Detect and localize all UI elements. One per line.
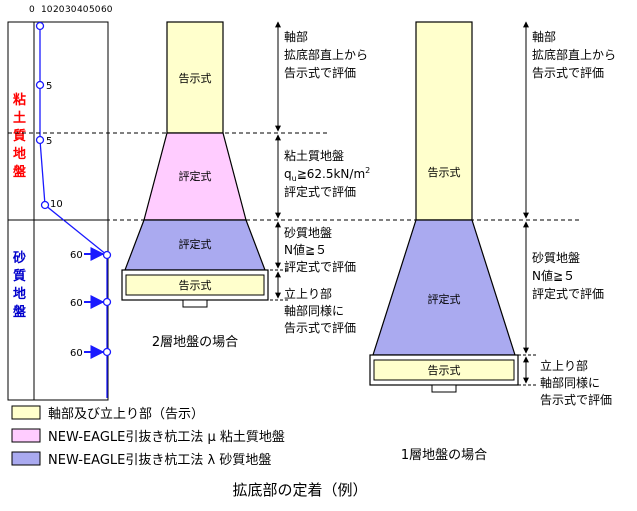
note-shaft-line2: 拡底部直上から <box>284 47 368 62</box>
dimension-2layer <box>270 21 290 301</box>
tick-10: 10 <box>41 5 53 15</box>
legend-item-sand: NEW-EAGLE引抜き杭工法 λ 砂質地盤 <box>48 452 271 468</box>
note-base-line2: 軸部同様に <box>284 303 344 318</box>
n-value-label: 5 <box>46 81 52 92</box>
pile-2layer: 告示式 評定式 評定式 告示式 2層地盤の場合 <box>121 21 269 350</box>
n-value-profile: 0 10 20 30 40 50 60 粘 土 質 地 盤 砂 質 地 盤 5 … <box>7 5 113 401</box>
note-base-line1: 立上り部 <box>540 358 588 373</box>
n-value-line <box>39 26 108 398</box>
clay-zone-label: 評定式 <box>179 169 212 183</box>
zone-label: 評定式 <box>428 292 461 306</box>
note-sand-line2: N値≧５ <box>284 242 327 257</box>
n-point <box>35 135 45 145</box>
figure-title: 拡底部の定着（例） <box>232 481 367 499</box>
profile-frame <box>7 21 109 401</box>
svg-text:盤: 盤 <box>12 164 27 180</box>
legend: 軸部及び立上り部（告示） NEW-EAGLE引抜き杭工法 μ 粘土質地盤 NEW… <box>11 405 285 468</box>
sand-zone-label: 評定式 <box>179 237 212 251</box>
n-point <box>35 21 45 31</box>
n-value-label: 60 <box>70 250 83 261</box>
sand-zone-block <box>372 219 516 356</box>
tick-60: 60 <box>101 5 113 15</box>
n-value-label: 5 <box>46 136 52 147</box>
note-shaft-line2: 拡底部直上から <box>532 47 616 62</box>
clay-layer-label: 粘 土 質 地 盤 <box>12 92 27 180</box>
note-shaft-line1: 軸部 <box>284 29 308 44</box>
n-value-label: 10 <box>50 199 63 210</box>
note-clay-line3: 評定式で評価 <box>284 184 356 199</box>
note-clay-line1: 粘土質地盤 <box>284 148 344 163</box>
caption-2layer: 2層地盤の場合 <box>152 335 238 350</box>
note-sand-line2: N値≧５ <box>532 268 575 283</box>
tick-40: 40 <box>77 5 89 15</box>
notes-2layer: 軸部 拡底部直上から 告示式で評価 粘土質地盤 qu≧62.5kN/m2 評定式… <box>284 29 370 335</box>
note-sand-line3: 評定式で評価 <box>532 286 604 301</box>
svg-text:地: 地 <box>13 146 26 162</box>
svg-text:盤: 盤 <box>12 304 27 320</box>
shaft-block <box>415 21 473 221</box>
svg-text:質: 質 <box>13 268 26 284</box>
n-value-label: 60 <box>70 348 83 359</box>
svg-text:土: 土 <box>13 110 26 126</box>
tick-50: 50 <box>89 5 101 15</box>
n-point <box>102 250 112 260</box>
tick-30: 30 <box>65 5 77 15</box>
n-point <box>102 347 112 357</box>
sand-layer-label: 砂 質 地 盤 <box>12 250 27 320</box>
note-shaft-line3: 告示式で評価 <box>532 65 604 80</box>
note-sand-line1: 砂質地盤 <box>284 225 332 240</box>
shaft-label: 告示式 <box>428 166 461 179</box>
notes-1layer: 軸部 拡底部直上から 告示式で評価 砂質地盤 N値≧５ 評定式で評価 立上り部 … <box>532 29 616 407</box>
svg-text:質: 質 <box>13 128 26 144</box>
base-tip <box>431 384 457 393</box>
n-point <box>35 80 45 90</box>
base-label: 告示式 <box>179 279 212 292</box>
n-point <box>40 200 50 210</box>
svg-text:砂: 砂 <box>12 250 26 266</box>
base-label: 告示式 <box>428 364 461 377</box>
note-base-line1: 立上り部 <box>284 286 332 301</box>
svg-text:粘: 粘 <box>12 92 26 108</box>
tick-20: 20 <box>53 5 65 15</box>
n-point <box>102 297 112 307</box>
base-tip <box>182 299 208 308</box>
pile-1layer: 告示式 評定式 告示式 1層地盤の場合 <box>369 21 519 463</box>
base-block <box>125 274 265 296</box>
note-clay-line2: qu≧62.5kN/m2 <box>284 166 370 183</box>
note-shaft-line1: 軸部 <box>532 29 556 44</box>
legend-item-clay: NEW-EAGLE引抜き杭工法 μ 粘土質地盤 <box>48 429 285 445</box>
note-shaft-line3: 告示式で評価 <box>284 65 356 80</box>
shaft-label: 告示式 <box>179 72 212 85</box>
dimension-1layer <box>518 21 538 386</box>
note-sand-line3: 評定式で評価 <box>284 259 356 274</box>
caption-1layer: 1層地盤の場合 <box>401 448 487 463</box>
base-block <box>373 359 515 381</box>
legend-swatch-clay <box>11 428 41 443</box>
legend-swatch-sand <box>11 451 41 466</box>
legend-swatch-shaft <box>11 405 41 420</box>
note-base-line3: 告示式で評価 <box>540 392 612 407</box>
n-value-label: 60 <box>70 298 83 309</box>
note-sand-line1: 砂質地盤 <box>532 250 580 265</box>
note-base-line2: 軸部同様に <box>540 375 600 390</box>
tick-0: 0 <box>29 5 35 15</box>
legend-item-shaft: 軸部及び立上り部（告示） <box>48 407 204 422</box>
svg-text:地: 地 <box>13 286 26 302</box>
note-base-line3: 告示式で評価 <box>284 320 356 335</box>
